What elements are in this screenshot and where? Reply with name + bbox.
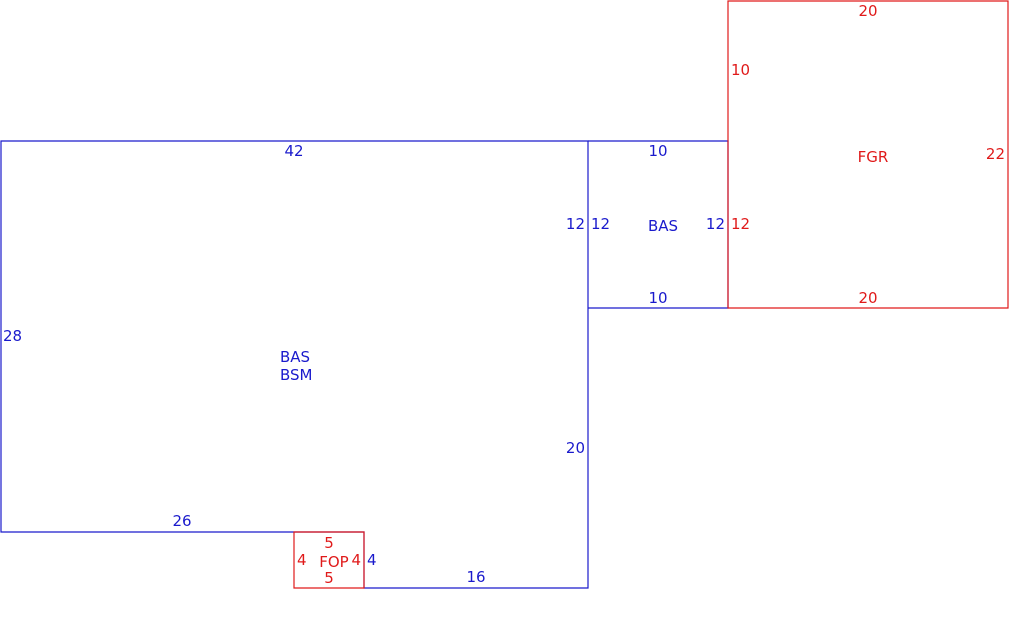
garage-top-dimension: 20 (858, 2, 877, 20)
garage-outline (727, 0, 1009, 309)
main-right-lower-dimension: 20 (566, 439, 585, 457)
garage-bottom-dimension: 20 (858, 289, 877, 307)
porch-left-dimension: 4 (297, 551, 307, 569)
main-area-code-2: BSM (280, 366, 313, 384)
bas-left-dimension: 12 (591, 215, 610, 233)
garage-right-dimension: 22 (986, 145, 1005, 163)
main-area-code-1: BAS (280, 348, 310, 366)
garage-left-upper-dimension: 10 (731, 61, 750, 79)
porch-bottom-dimension: 5 (324, 569, 334, 587)
main-top-dimension: 42 (284, 142, 303, 160)
garage-left-lower-dimension: 12 (731, 215, 750, 233)
porch-code: FOP (319, 553, 348, 571)
bas-bottom-dimension: 10 (648, 289, 667, 307)
bas-addition-code: BAS (648, 217, 678, 235)
main-right-upper-dimension: 12 (566, 215, 585, 233)
porch-top-dimension: 5 (324, 534, 334, 552)
garage-code: FGR (858, 148, 889, 166)
porch-outline (293, 531, 365, 589)
porch-right-dimension: 4 (351, 551, 361, 569)
bas-right-dimension: 12 (706, 215, 725, 233)
bas-top-dimension: 10 (648, 142, 667, 160)
main-bottom-right-dimension: 16 (466, 568, 485, 586)
main-notch-dimension: 4 (367, 551, 377, 569)
main-bottom-left-dimension: 26 (172, 512, 191, 530)
main-left-dimension: 28 (3, 327, 22, 345)
